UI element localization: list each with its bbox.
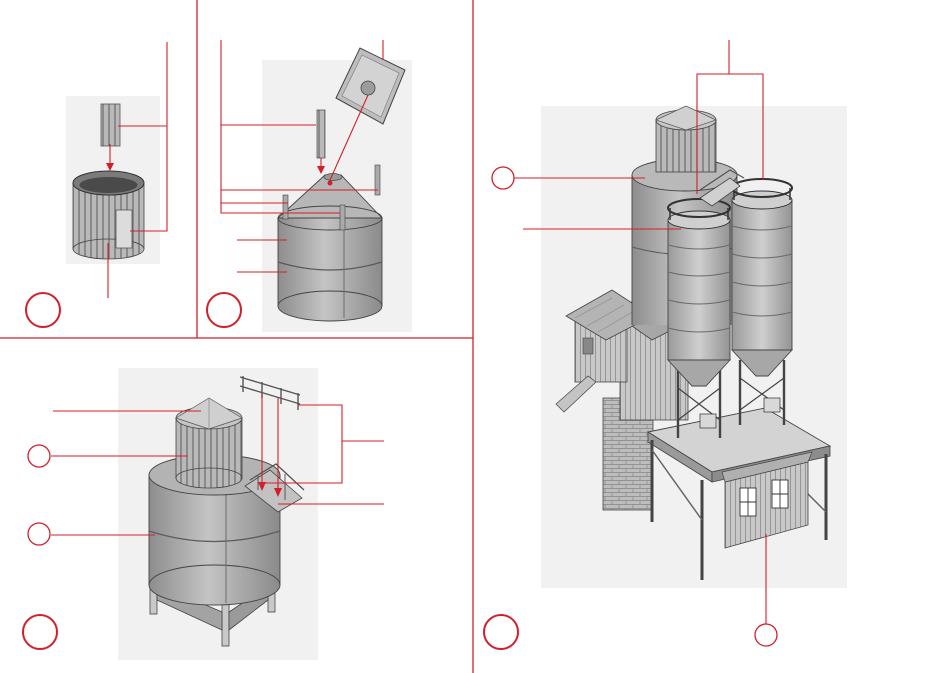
step-2-pipe-part <box>317 110 325 158</box>
step-1-panel <box>26 42 167 327</box>
step-2-panel <box>207 40 412 332</box>
step-1-rod-part <box>101 104 120 146</box>
callout-marker-step-4-top <box>492 167 514 189</box>
callout-marker-lower <box>28 523 50 545</box>
step-4-label <box>484 615 518 649</box>
step-1-label <box>26 293 60 327</box>
step-1-door <box>116 210 132 248</box>
step-4-silo-left <box>668 199 730 386</box>
step-4-panel <box>484 40 847 649</box>
step-3-label <box>23 615 57 649</box>
step-2-label <box>207 293 241 327</box>
callout-marker-upper <box>28 445 50 467</box>
step-3-panel <box>23 368 384 660</box>
step-4-silo-right <box>732 179 792 376</box>
callout-marker-step-4-bottom <box>755 624 777 646</box>
